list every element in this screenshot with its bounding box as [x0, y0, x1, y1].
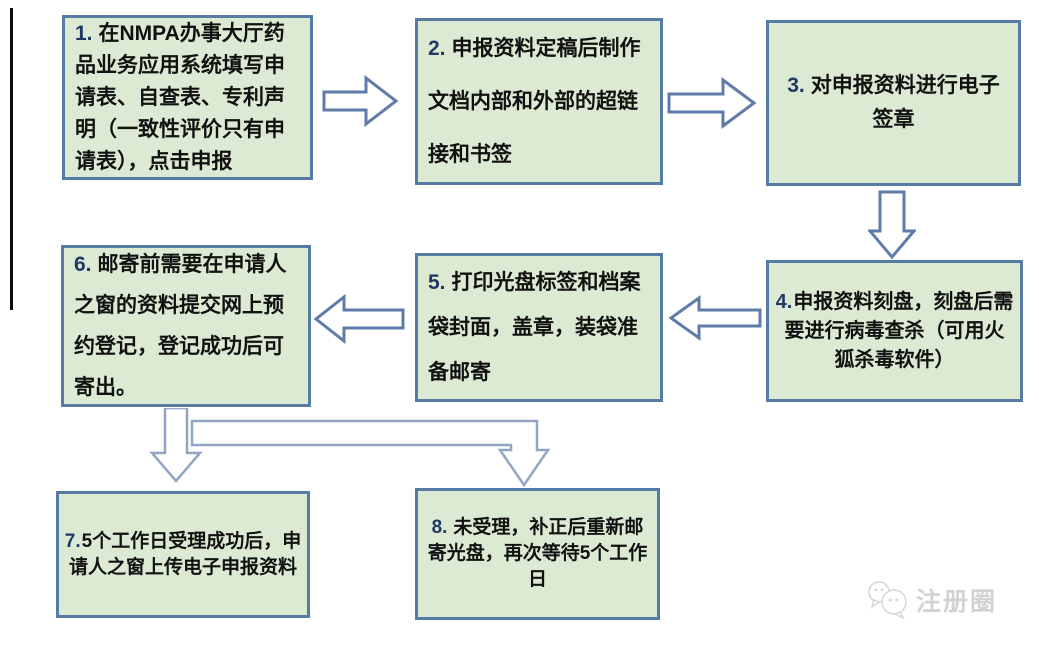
arrow-step3-to-step4-down-icon [868, 190, 916, 260]
step-6-box: 6.邮寄前需要在申请人之窗的资料提交网上预约登记，登记成功后可寄出。 [61, 245, 311, 407]
step-5-box: 5.打印光盘标签和档案袋封面，盖章，装袋准备邮寄 [415, 253, 663, 402]
watermark-label: 注册圈 [916, 588, 998, 616]
wechat-bubbles-icon [868, 581, 907, 620]
page-edge-line [10, 8, 13, 310]
arrow-step6-to-step7-down-icon [149, 408, 203, 483]
step-3-text: 3.对申报资料进行电子签章 [787, 74, 1000, 131]
watermark: 注册圈 [866, 580, 997, 620]
step-8-text: 8.未受理，补正后重新邮寄光盘，再次等待5个工作日 [427, 517, 648, 590]
step-5-text: 5.打印光盘标签和档案袋封面，盖章，装袋准备邮寄 [428, 271, 641, 384]
step-4-text: 4.申报资料刻盘，刻盘后需要进行病毒查杀（可用火狐杀毒软件） [775, 290, 1014, 371]
arrow-step5-to-step6-left-icon [313, 293, 405, 344]
step-1-text: 1.在NMPA办事大厅药品业务应用系统填写申请表、自查表、专利声明（一致性评价只… [75, 21, 285, 173]
step-6-text: 6.邮寄前需要在申请人之窗的资料提交网上预约登记，登记成功后可寄出。 [74, 253, 287, 399]
arrow-step1-to-step2-right-icon [322, 75, 399, 127]
step-4-box: 4.申报资料刻盘，刻盘后需要进行病毒查杀（可用火狐杀毒软件） [766, 260, 1023, 402]
step-3-box: 3.对申报资料进行电子签章 [766, 20, 1021, 186]
arrow-step6-to-step8-elbow-icon [190, 419, 551, 488]
step-8-box: 8.未受理，补正后重新邮寄光盘，再次等待5个工作日 [415, 488, 660, 620]
step-2-box: 2.申报资料定稿后制作文档内部和外部的超链接和书签 [415, 18, 663, 185]
step-7-box: 7.5个工作日受理成功后，申请人之窗上传电子申报资料 [56, 491, 310, 618]
step-2-text: 2.申报资料定稿后制作文档内部和外部的超链接和书签 [428, 37, 641, 166]
step-1-box: 1.在NMPA办事大厅药品业务应用系统填写申请表、自查表、专利声明（一致性评价只… [62, 15, 313, 180]
arrow-step2-to-step3-right-icon [667, 77, 757, 129]
step-7-text: 7.5个工作日受理成功后，申请人之窗上传电子申报资料 [64, 530, 302, 578]
arrow-step4-to-step5-left-icon [668, 295, 762, 341]
